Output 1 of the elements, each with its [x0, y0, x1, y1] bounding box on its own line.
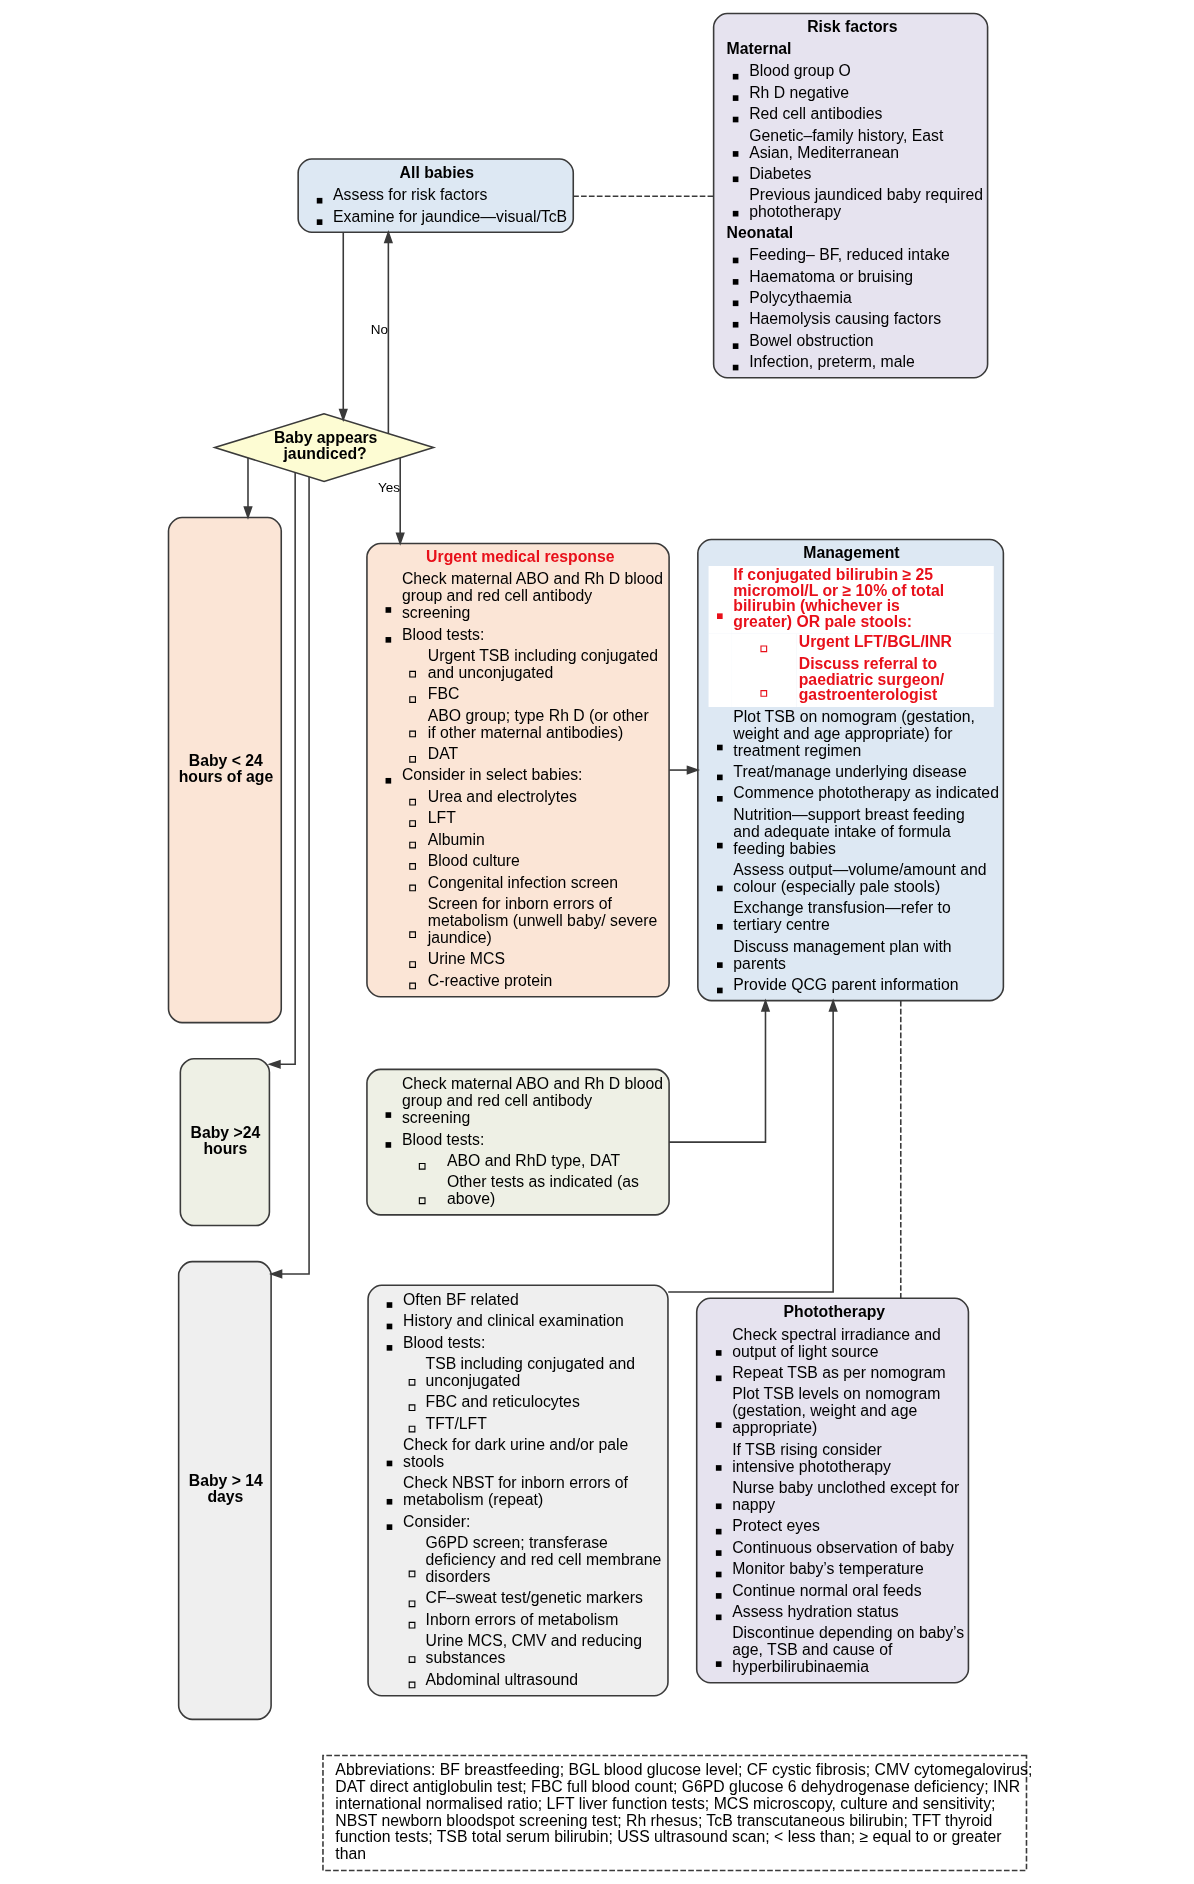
edge-label: No — [370, 322, 388, 338]
